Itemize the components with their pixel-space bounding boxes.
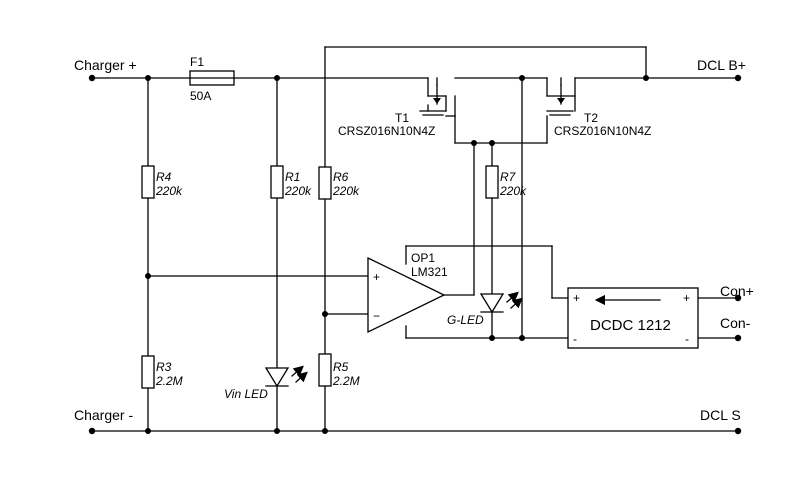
fuse-value: 50A <box>190 89 211 103</box>
opamp-name: OP1 <box>411 251 435 265</box>
wires <box>91 46 739 432</box>
opamp-part: LM321 <box>411 265 448 279</box>
resistor-r6: R6 220k <box>318 166 360 200</box>
opamp-minus-sign: − <box>373 309 380 323</box>
resistor-r3: R3 2.2M <box>141 355 183 389</box>
label-charger-plus: Charger + <box>74 57 137 73</box>
opamp-op1: + − OP1 LM321 <box>367 251 448 334</box>
r3-value: 2.2M <box>155 374 183 388</box>
label-con-minus: Con- <box>720 315 751 331</box>
resistor-r5: R5 2.2M <box>318 353 360 388</box>
r4-name: R4 <box>156 170 172 184</box>
terminal-charger-plus: Charger + <box>74 57 137 82</box>
t1-part: CRSZ016N10N4Z <box>338 124 435 138</box>
t1-name: T1 <box>395 111 409 125</box>
r6-value: 220k <box>332 184 360 198</box>
label-charger-minus: Charger - <box>74 407 133 423</box>
resistor-r7: R7 220k <box>485 165 527 199</box>
junctions <box>145 75 649 434</box>
label-dcl-s: DCL S <box>700 407 741 423</box>
dcdc-plus-left: + <box>573 291 580 305</box>
fuse-f1: F1 50A <box>189 55 235 103</box>
terminal-charger-minus: Charger - <box>74 407 133 435</box>
dcdc-plus-right: + <box>683 291 690 305</box>
terminal-dcl-s: DCL S <box>700 407 742 435</box>
t2-part: CRSZ016N10N4Z <box>554 124 651 138</box>
terminal-con-plus: Con+ <box>720 283 754 302</box>
label-con-plus: Con+ <box>720 283 754 299</box>
r5-value: 2.2M <box>332 374 360 388</box>
r1-value: 220k <box>284 184 312 198</box>
r5-name: R5 <box>333 360 349 374</box>
r6-name: R6 <box>333 170 349 184</box>
led-vin: Vin LED <box>224 365 308 401</box>
dcdc-name: DCDC 1212 <box>590 317 671 334</box>
t2-name: T2 <box>584 111 598 125</box>
label-dcl-bplus: DCL B+ <box>697 57 746 73</box>
r3-name: R3 <box>156 360 172 374</box>
mosfet-t2: T2 CRSZ016N10N4Z <box>546 77 651 138</box>
r1-name: R1 <box>285 170 300 184</box>
dcdc-minus-right: - <box>685 332 689 346</box>
g-led-label: G-LED <box>447 313 484 327</box>
terminal-dcl-bplus: DCL B+ <box>697 57 746 82</box>
terminal-con-minus: Con- <box>720 315 751 342</box>
dcdc-minus-left: - <box>573 332 577 346</box>
resistor-r1: R1 220k <box>270 165 312 199</box>
resistor-r4: R4 220k <box>141 165 183 199</box>
mosfet-t1: T1 CRSZ016N10N4Z <box>338 77 456 138</box>
r7-name: R7 <box>500 170 517 184</box>
fuse-name: F1 <box>190 55 204 69</box>
vin-led-label: Vin LED <box>224 387 268 401</box>
led-g: G-LED <box>447 291 523 327</box>
r4-value: 220k <box>155 184 183 198</box>
opamp-plus-sign: + <box>373 270 380 284</box>
dcdc-converter: DCDC 1212 + + - - <box>567 287 699 349</box>
r7-value: 220k <box>499 184 527 198</box>
